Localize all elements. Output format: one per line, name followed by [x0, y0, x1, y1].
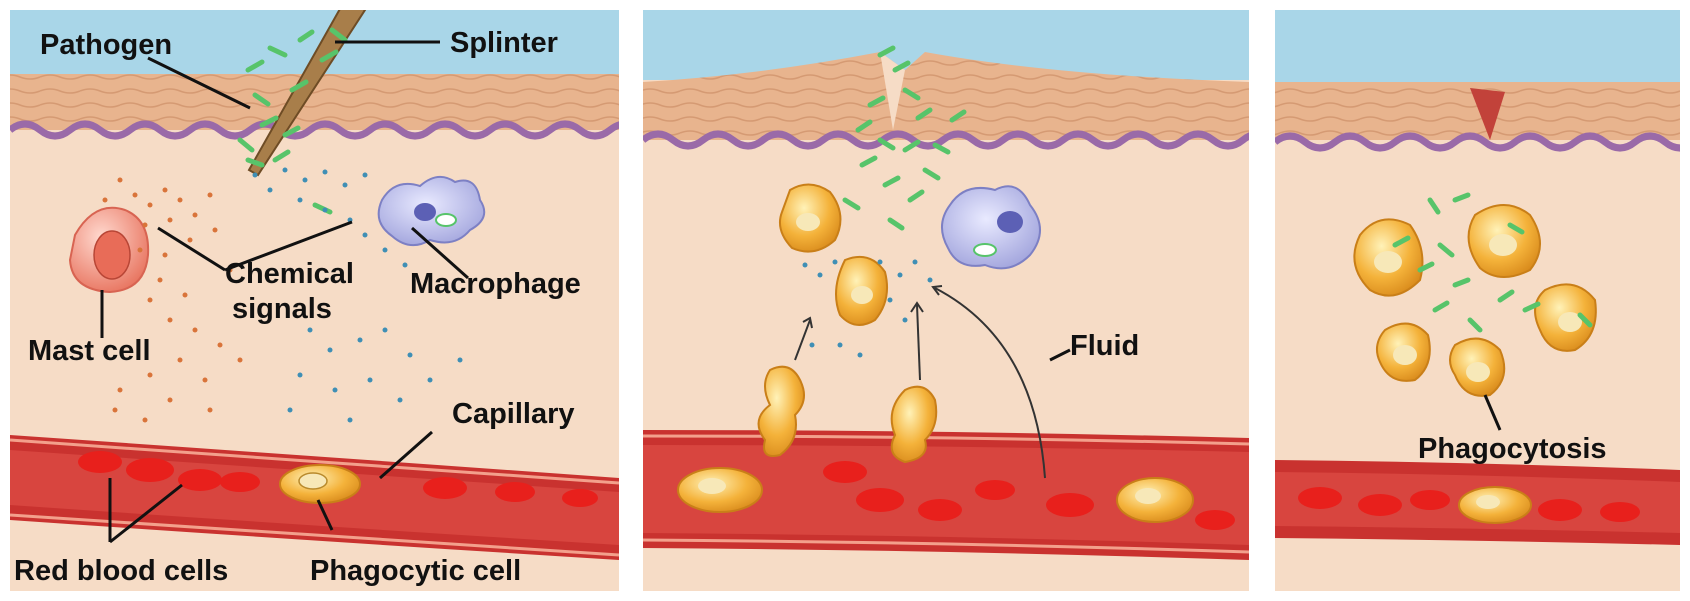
label-mast-cell: Mast cell: [28, 335, 151, 367]
phagocyte-in-capillary-3: [1459, 487, 1531, 523]
sky-3: [1275, 10, 1680, 82]
label-capillary: Capillary: [452, 398, 575, 430]
label-red-blood-cells: Red blood cells: [14, 555, 228, 587]
label-phagocytosis: Phagocytosis: [1418, 433, 1607, 465]
phagocytic-cell: [280, 465, 360, 503]
label-chemical-signals-line1: Chemical: [225, 258, 354, 290]
panel-1: Pathogen Splinter Chemical signals Macro…: [10, 0, 640, 591]
panel-3: Phagocytosis: [1275, 10, 1690, 591]
label-macrophage: Macrophage: [410, 268, 581, 300]
macrophage-2: [942, 186, 1040, 268]
label-fluid: Fluid: [1070, 330, 1139, 362]
label-splinter: Splinter: [450, 27, 558, 59]
label-pathogen: Pathogen: [40, 29, 172, 61]
label-chemical-signals-line2: signals: [232, 293, 332, 325]
label-phagocytic-cell: Phagocytic cell: [310, 555, 521, 587]
panel-2: Fluid: [643, 10, 1273, 591]
